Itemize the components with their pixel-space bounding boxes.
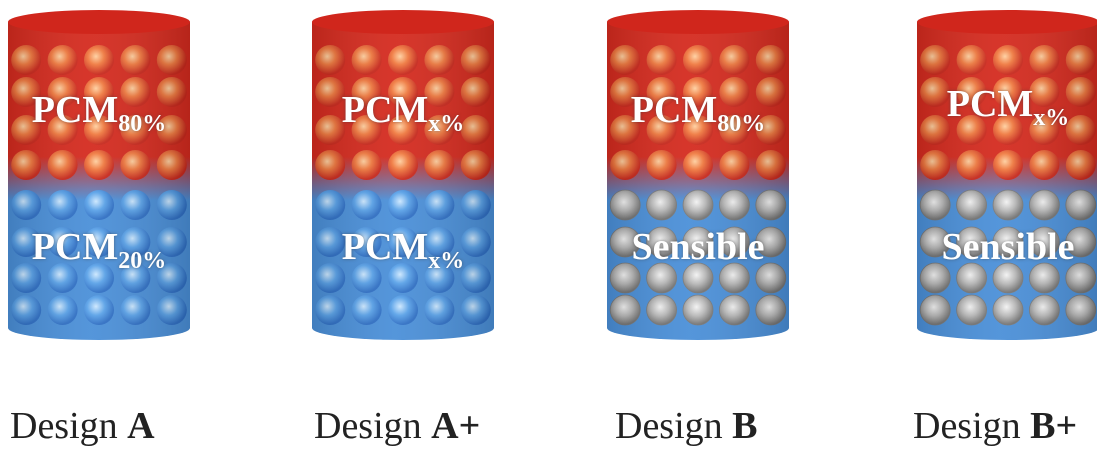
caption-design-b-plus: Design B+ <box>913 405 1078 447</box>
tank-graphic-b <box>607 10 789 340</box>
cylinder-top <box>917 10 1097 34</box>
cylinder-top <box>607 10 789 34</box>
tank-design-b-plus: PCMx% Sensible <box>917 10 1097 340</box>
tank-design-a-plus: PCMx% PCMx% <box>312 10 494 340</box>
tank-graphic-b-plus <box>917 10 1097 340</box>
cylinder-top <box>312 10 494 34</box>
top-layer-label-a-plus: PCMx% <box>341 89 465 137</box>
cylinder-shading <box>607 22 789 340</box>
cylinder-top <box>8 10 190 34</box>
cylinder-shading <box>312 22 494 340</box>
cylinder-shading <box>8 22 190 340</box>
caption-design-b: Design B <box>615 405 758 447</box>
caption-design-a: Design A <box>10 405 155 447</box>
tank-graphic-a-plus <box>312 10 494 340</box>
tank-design-a: PCM80% PCM20% <box>8 10 190 340</box>
bottom-layer-label-b: Sensible <box>631 226 765 268</box>
caption-design-a-plus: Design A+ <box>314 405 481 447</box>
top-layer-label-b-plus: PCMx% <box>946 83 1070 131</box>
cylinder-shading <box>917 22 1097 340</box>
tank-design-b: PCM80% Sensible <box>607 10 789 340</box>
top-layer-label-a: PCM80% <box>31 89 167 137</box>
bottom-layer-label-a: PCM20% <box>31 226 167 274</box>
tank-graphic-a <box>8 10 190 340</box>
top-layer-label-b: PCM80% <box>630 89 766 137</box>
bottom-layer-label-a-plus: PCMx% <box>341 226 465 274</box>
bottom-layer-label-b-plus: Sensible <box>941 226 1075 268</box>
